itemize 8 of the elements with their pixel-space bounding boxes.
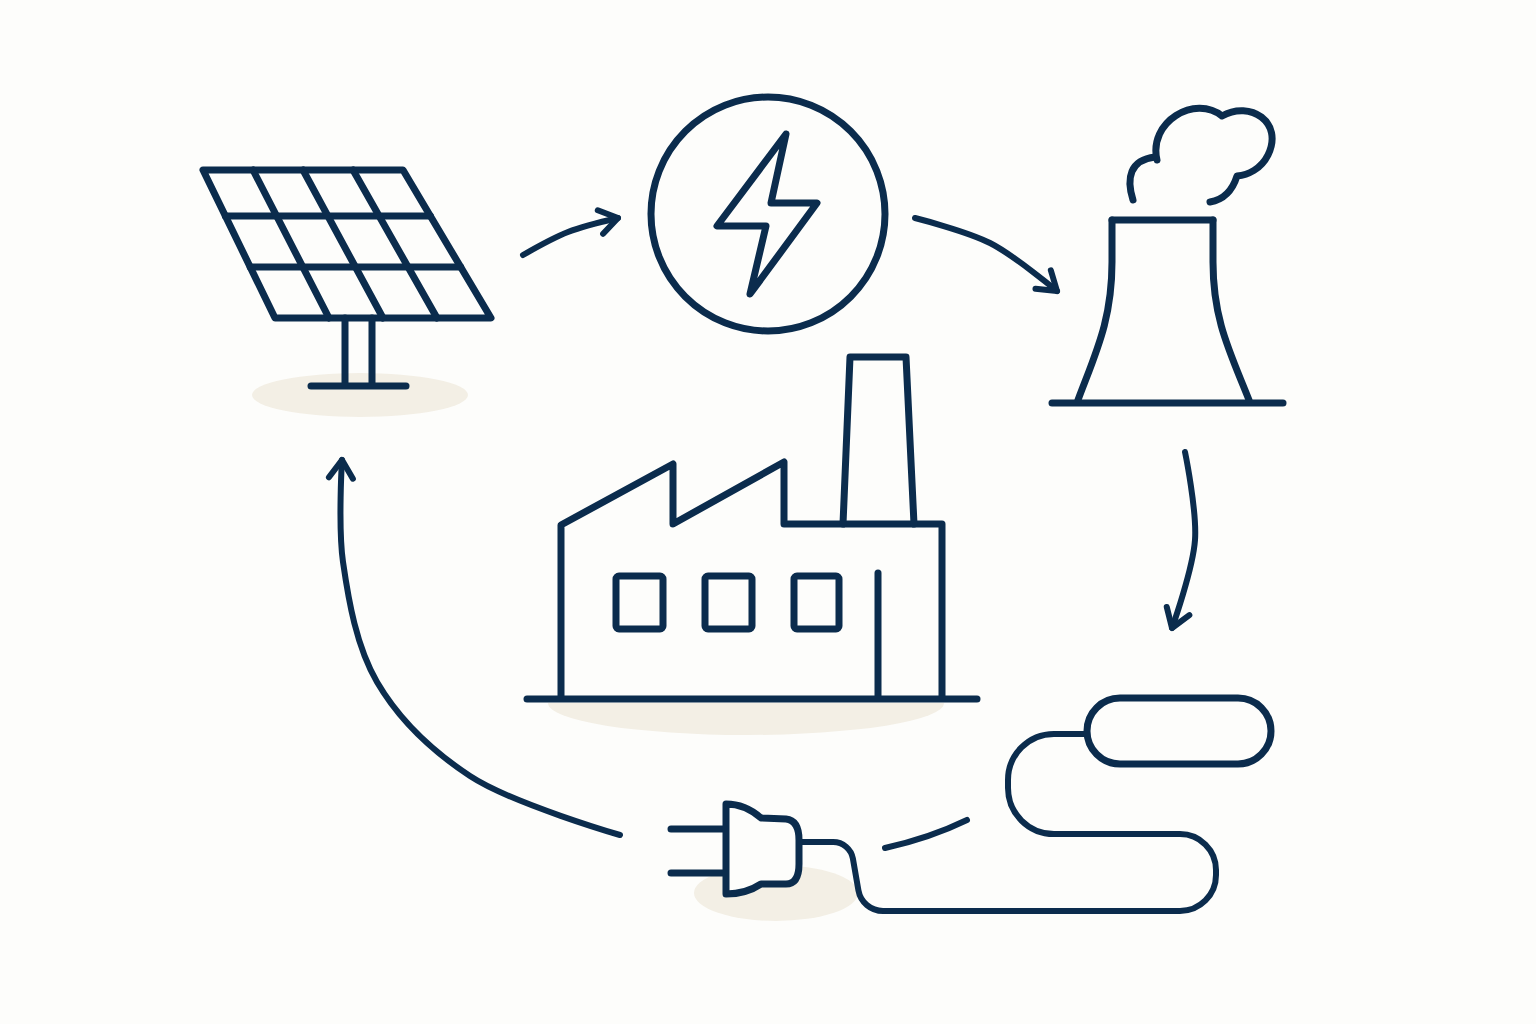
- solar-panel-icon: [198, 163, 498, 391]
- lightning-circle-icon: [646, 92, 890, 336]
- curved-arrow: [326, 457, 623, 838]
- curved-arrow: [520, 207, 621, 258]
- curved-arrow: [1163, 449, 1199, 631]
- plug-icon: [665, 799, 804, 899]
- capsule-shape: [1082, 693, 1276, 769]
- curved-arrow: [912, 215, 1060, 294]
